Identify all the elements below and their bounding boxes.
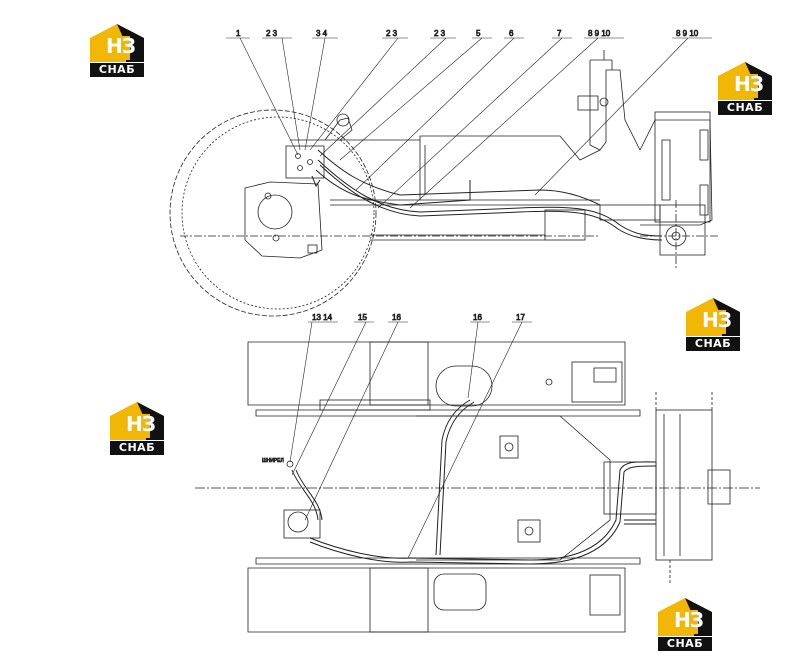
callout-top-4: 17 — [516, 313, 525, 322]
leader-lines-top — [289, 321, 532, 559]
logo-watermark: НЗ СНАБ — [682, 296, 744, 354]
logo-mark: НЗ — [734, 72, 764, 96]
callout-side-7: 7 — [557, 29, 562, 38]
callout-side-0: 1 — [236, 29, 241, 38]
callout-top-0: 13 14 — [312, 313, 333, 322]
frame-rear-block — [654, 111, 711, 223]
logo-house-icon — [718, 62, 772, 100]
logo-house-icon — [686, 298, 740, 336]
leader-lines-side — [226, 37, 712, 209]
callout-side-4: 2 3 — [434, 29, 446, 38]
logo-text: СНАБ — [686, 337, 740, 351]
callout-side-1: 2 3 — [266, 29, 278, 38]
logo-house-icon — [90, 24, 144, 62]
valve-block — [285, 145, 325, 179]
logo-mark: НЗ — [702, 308, 732, 332]
small-label: ШНИРЕЛ — [262, 458, 284, 464]
logo-watermark: НЗ СНАБ — [654, 596, 716, 654]
hose-lines — [311, 149, 663, 241]
lower-frame — [247, 567, 626, 633]
callout-side-6: 6 — [509, 29, 514, 38]
logo-text: СНАБ — [718, 101, 772, 115]
tower — [589, 59, 613, 151]
callout-side-2: 3 4 — [316, 29, 328, 38]
logo-text: СНАБ — [90, 63, 144, 77]
drum-outer — [169, 109, 377, 317]
frame-body — [290, 69, 713, 226]
logo-mark: НЗ — [126, 412, 156, 436]
callout-side-3: 2 3 — [386, 29, 398, 38]
upper-frame — [247, 341, 626, 406]
logo-watermark: НЗ СНАБ — [714, 60, 776, 118]
callout-side-9: 8 9 10 — [676, 29, 699, 38]
top-view: 13 14 15 16 16 17 ШНИРЕЛ — [195, 313, 760, 633]
hatch — [433, 573, 487, 611]
callout-top-2: 16 — [392, 313, 401, 322]
callout-side-8: 8 9 10 — [588, 29, 611, 38]
drum-hub — [257, 194, 293, 230]
logo-watermark: НЗ СНАБ — [106, 400, 168, 458]
hose-lines-top — [291, 399, 657, 565]
front-motor — [287, 511, 309, 533]
drum-plate — [244, 181, 323, 259]
logo-house-icon — [658, 598, 712, 636]
logo-mark: НЗ — [106, 34, 136, 58]
rear-assembly — [655, 409, 713, 561]
callout-side-5: 5 — [476, 29, 481, 38]
logo-text: СНАБ — [658, 637, 712, 651]
side-view: 1 2 3 3 4 2 3 2 3 5 6 7 8 9 10 8 9 10 — [169, 29, 720, 317]
callout-top-1: 15 — [358, 313, 367, 322]
logo-watermark: НЗ СНАБ — [86, 22, 148, 80]
tank-oval — [435, 365, 493, 407]
logo-mark: НЗ — [674, 608, 704, 632]
drum-inner — [181, 116, 375, 310]
logo-house-icon — [110, 402, 164, 440]
callout-top-3: 16 — [473, 313, 482, 322]
logo-text: СНАБ — [110, 441, 164, 455]
